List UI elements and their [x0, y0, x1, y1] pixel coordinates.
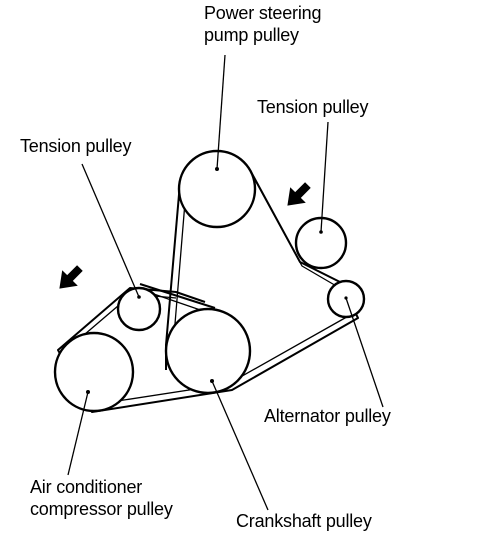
- pulley-crankshaft: [164, 307, 252, 395]
- label-tension-pulley-top: Tension pulley: [257, 97, 369, 117]
- arrow-down-left-icon: [287, 182, 311, 206]
- label-air-conditioner-compressor-pulley: Air conditioner compressor pulley: [30, 476, 173, 520]
- label-tension-pulley-left: Tension pulley: [20, 136, 132, 156]
- leader-air-conditioner: [67, 391, 89, 476]
- leader-tension-top: [320, 121, 329, 233]
- label-power-steering-pump-pulley: Power steering pump pulley: [204, 2, 321, 46]
- pulley-power-steering: [177, 149, 257, 229]
- pulley-tension-left: [116, 286, 162, 332]
- label-air-conditioner-line1: Air conditioner: [30, 477, 143, 497]
- drive-belt: [57, 169, 359, 413]
- leader-alternator: [345, 297, 384, 408]
- label-air-conditioner-line2: compressor pulley: [30, 499, 173, 519]
- label-power-steering-line1: Power steering: [204, 3, 322, 23]
- label-power-steering-line2: pump pulley: [204, 25, 299, 45]
- leader-lines: [67, 54, 384, 511]
- leader-crankshaft: [211, 380, 269, 511]
- arrow-down-right-icon: [59, 265, 83, 289]
- leader-power-steering: [216, 54, 226, 170]
- belt-left-span: [139, 283, 216, 309]
- leader-tension-left: [81, 163, 140, 298]
- label-crankshaft-pulley: Crankshaft pulley: [236, 511, 372, 531]
- pulley-tension-top: [294, 216, 348, 270]
- pulley-air-conditioner: [53, 331, 135, 413]
- label-alternator-pulley: Alternator pulley: [264, 406, 391, 426]
